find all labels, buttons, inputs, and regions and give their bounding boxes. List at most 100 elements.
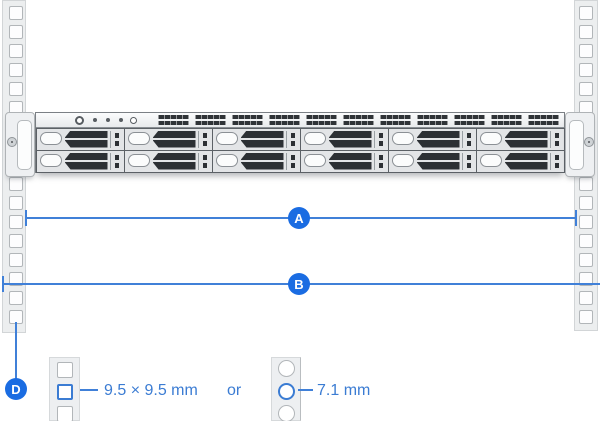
drive-tray-latch <box>215 131 238 145</box>
dimension-a-badge: A <box>288 207 310 229</box>
drive-tray-led-slots <box>197 130 210 148</box>
server-chassis <box>35 112 565 173</box>
vent-chevron-bottom <box>240 140 284 148</box>
status-led-icon <box>93 118 97 122</box>
ear-handle <box>17 120 32 170</box>
vent-grille <box>232 115 263 126</box>
vent-slot-row <box>343 121 374 125</box>
drive-tray <box>475 127 565 151</box>
tray-led-slot <box>290 162 295 168</box>
tray-led-slot <box>554 140 559 146</box>
vent-chevron-top <box>328 152 372 160</box>
thumbscrew-icon <box>584 137 594 147</box>
drive-tray-led-slots <box>373 152 386 170</box>
vent-chevron-bottom <box>64 162 108 170</box>
vent-slot-row <box>195 121 226 125</box>
tray-led-slot <box>378 162 383 168</box>
rack-hole <box>579 215 593 229</box>
square-hole-size-label: 9.5 × 9.5 mm <box>104 382 198 399</box>
rack-hole <box>579 310 593 324</box>
tray-led-slot <box>466 154 471 160</box>
drive-tray <box>123 149 213 173</box>
vent-chevron-bottom <box>416 162 460 170</box>
round-hole <box>278 405 295 421</box>
reset-button-icon <box>130 117 137 124</box>
drive-bay-grid <box>35 127 565 173</box>
round-hole <box>278 360 295 377</box>
tray-led-slot <box>466 132 471 138</box>
tray-led-slot <box>466 162 471 168</box>
drive-tray-vent <box>240 130 284 148</box>
vent-chevron-bottom <box>152 140 196 148</box>
rack-hole <box>9 272 23 286</box>
drive-tray-led-slots <box>109 130 122 148</box>
drive-tray-led-slots <box>285 130 298 148</box>
rack-hole <box>9 234 23 248</box>
vent-chevron-top <box>416 152 460 160</box>
drive-tray <box>387 127 477 151</box>
drive-tray-latch <box>391 131 414 145</box>
status-led-icon <box>106 118 110 122</box>
rack-hole <box>579 272 593 286</box>
mounting-ear-left <box>5 112 35 177</box>
vent-slot-row <box>417 115 448 119</box>
vent-slot-row <box>380 121 411 125</box>
tray-led-slot <box>554 132 559 138</box>
vent-grille <box>417 115 448 126</box>
dimension-d-badge: D <box>5 378 27 400</box>
rack-hole <box>9 177 23 191</box>
drive-tray-led-slots <box>373 130 386 148</box>
tray-led-slot <box>378 154 383 160</box>
dimension-a-tick-right <box>575 210 577 226</box>
drive-tray <box>387 149 477 173</box>
drive-tray-vent <box>64 130 108 148</box>
vent-chevron-bottom <box>240 162 284 170</box>
round-hole-callout-line <box>298 389 313 391</box>
vent-chevron-top <box>504 152 548 160</box>
drive-tray-led-slots <box>285 152 298 170</box>
vent-slot-row <box>232 121 263 125</box>
thumbscrew-icon <box>7 137 17 147</box>
dimension-b-badge: B <box>288 273 310 295</box>
drive-tray-latch <box>303 131 326 145</box>
drive-tray-latch <box>479 131 502 145</box>
tray-led-slot <box>290 140 295 146</box>
vent-grille <box>343 115 374 126</box>
rack-hole <box>579 44 593 58</box>
vent-chevron-top <box>240 130 284 138</box>
round-hole-highlighted <box>278 383 295 400</box>
vent-chevron-top <box>240 152 284 160</box>
drive-tray-vent <box>328 152 372 170</box>
square-hole <box>57 362 73 378</box>
ear-handle <box>569 120 584 170</box>
vent-grille <box>454 115 485 126</box>
vent-slot-row <box>306 115 337 119</box>
drive-tray-vent <box>64 152 108 170</box>
vent-chevron-bottom <box>416 140 460 148</box>
square-hole-highlighted <box>57 384 73 400</box>
rack-hole <box>9 25 23 39</box>
drive-tray-vent <box>416 130 460 148</box>
drive-tray <box>299 127 389 151</box>
vent-chevron-top <box>152 130 196 138</box>
drive-tray-led-slots <box>109 152 122 170</box>
drive-tray-vent <box>240 152 284 170</box>
round-hole-size-label: 7.1 mm <box>317 382 371 399</box>
rack-hole <box>579 177 593 191</box>
vent-slot-row <box>269 121 300 125</box>
vent-grille <box>306 115 337 126</box>
rack-hole <box>579 291 593 305</box>
vent-grille <box>269 115 300 126</box>
vent-chevron-bottom <box>328 140 372 148</box>
drive-tray-vent <box>328 130 372 148</box>
drive-tray-latch <box>39 131 62 145</box>
square-hole-callout-line <box>80 389 98 391</box>
rack-hole <box>9 215 23 229</box>
drive-tray-led-slots <box>461 152 474 170</box>
tray-led-slot <box>202 154 207 160</box>
tray-led-slot <box>554 154 559 160</box>
vent-chevron-bottom <box>152 162 196 170</box>
vent-slot-row <box>380 115 411 119</box>
drive-tray-latch <box>127 153 150 167</box>
